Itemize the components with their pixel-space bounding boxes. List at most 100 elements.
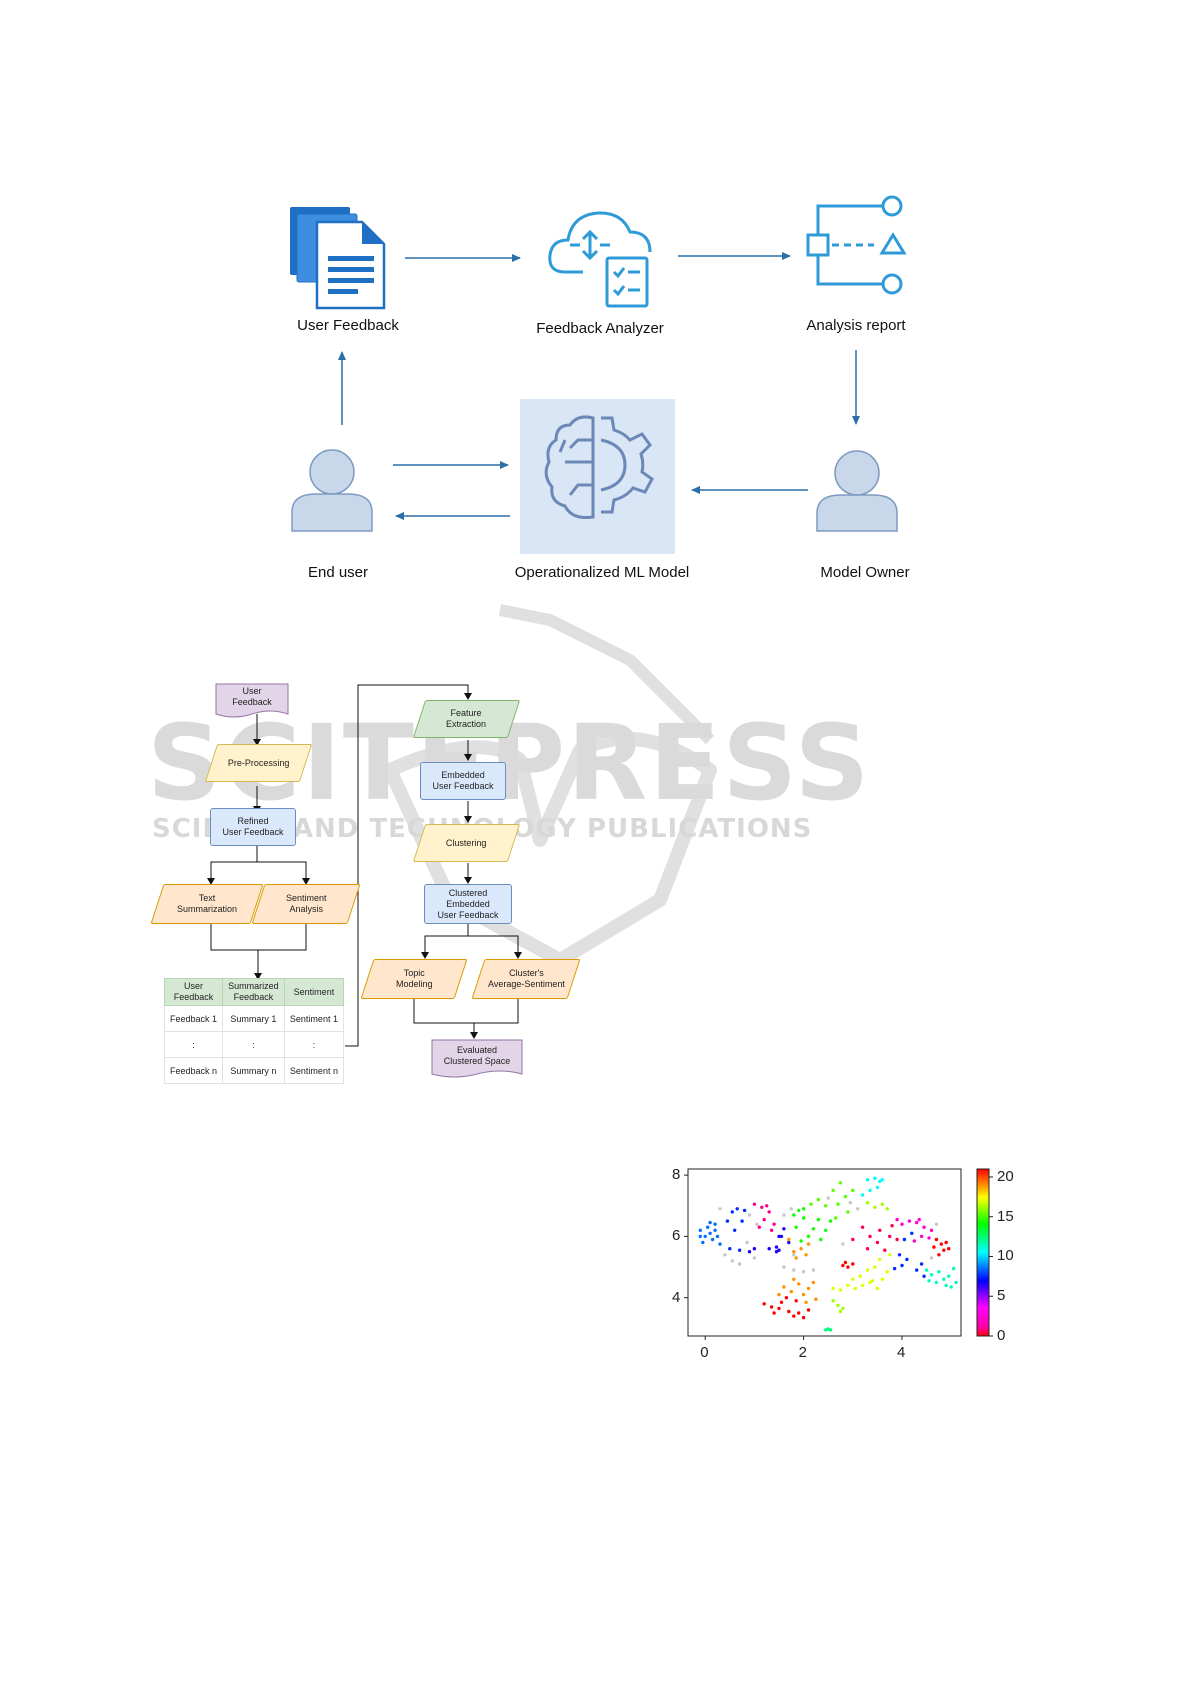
scatter-point xyxy=(860,1193,865,1197)
scatter-point xyxy=(816,1197,821,1202)
scatter-point xyxy=(939,1242,943,1246)
scatter-point xyxy=(737,1262,742,1266)
scatter-point xyxy=(713,1228,717,1232)
scatter-point xyxy=(892,1266,897,1271)
scatter-point xyxy=(907,1219,912,1223)
scatter-point xyxy=(760,1205,764,1209)
scatter-point xyxy=(922,1274,926,1278)
scatter-point xyxy=(782,1285,786,1289)
y-tick-label: 4 xyxy=(672,1288,681,1306)
scatter-point xyxy=(858,1274,862,1278)
scatter-point xyxy=(934,1280,939,1285)
node-pre-processing: Pre-Processing xyxy=(204,744,313,782)
scatter-point xyxy=(713,1222,717,1226)
scatter-point xyxy=(777,1306,781,1311)
scatter-point xyxy=(942,1277,946,1281)
scatter-point xyxy=(900,1263,904,1268)
scatter-point xyxy=(816,1217,821,1222)
scatter-point xyxy=(772,1311,776,1315)
scatter-point xyxy=(787,1240,791,1245)
scatter-point xyxy=(782,1213,786,1217)
colorbar-tick-label: 0 xyxy=(997,1327,1006,1344)
scatter-point xyxy=(949,1285,953,1289)
scatter-point xyxy=(860,1283,865,1288)
doc-shape-evaluated xyxy=(431,1039,523,1078)
scatter-point xyxy=(811,1268,816,1272)
scatter-point xyxy=(843,1260,848,1265)
figure2-connectors xyxy=(207,683,523,1078)
scatter-point xyxy=(915,1220,919,1225)
scatter-point xyxy=(841,1263,845,1268)
scatter-point xyxy=(752,1202,757,1206)
scatter-point xyxy=(779,1234,784,1239)
scatter-point xyxy=(868,1188,872,1193)
scatter-point xyxy=(878,1179,882,1183)
scatter-point xyxy=(944,1283,948,1288)
table-cell: : xyxy=(222,1031,285,1058)
table-cell: Summary n xyxy=(222,1057,285,1084)
scatter-point xyxy=(868,1234,872,1239)
table-header: Sentiment xyxy=(283,978,345,1006)
x-tick-label: 2 xyxy=(798,1344,807,1361)
scatter-point xyxy=(831,1286,835,1291)
scatter-point xyxy=(875,1240,880,1245)
scatter-point xyxy=(880,1178,884,1182)
scatter-point xyxy=(799,1247,803,1251)
scatter-point xyxy=(860,1225,865,1229)
table-row: Feedback n Summary n Sentiment n xyxy=(164,1057,345,1084)
scatter-point xyxy=(919,1262,924,1266)
scatter-point xyxy=(809,1202,813,1206)
scatter-point xyxy=(806,1308,811,1312)
scatter-point xyxy=(846,1283,850,1288)
scatter-point xyxy=(718,1242,722,1246)
scatter-point xyxy=(865,1268,870,1272)
colorbar-tick-label: 15 xyxy=(997,1207,1014,1225)
scatter-point xyxy=(888,1234,892,1239)
scatter-point xyxy=(801,1292,806,1297)
scatter-point xyxy=(806,1234,811,1239)
scatter-point xyxy=(787,1237,791,1242)
scatter-point xyxy=(924,1268,929,1272)
scatter-point xyxy=(794,1256,798,1260)
scatter-point xyxy=(885,1270,889,1274)
scatter-point xyxy=(883,1248,887,1252)
scatter-point xyxy=(828,1219,833,1223)
scatter-point xyxy=(745,1240,749,1245)
scatter-point xyxy=(747,1250,752,1254)
scatter-point xyxy=(792,1250,796,1254)
colorbar-tick-label: 10 xyxy=(997,1247,1014,1265)
scatter-point xyxy=(851,1188,855,1193)
label-model-owner: Model Owner xyxy=(820,564,910,581)
scatter-point xyxy=(792,1253,796,1257)
scatter-point xyxy=(792,1268,796,1272)
scatter-point xyxy=(929,1256,934,1260)
scatter-point xyxy=(757,1225,761,1229)
plot-frame xyxy=(687,1168,962,1337)
scatter-point xyxy=(801,1207,806,1211)
table-cell: Sentiment n xyxy=(283,1057,345,1084)
scatter-point xyxy=(929,1228,934,1232)
scatter-point xyxy=(873,1265,877,1269)
cloud-checklist-icon xyxy=(548,211,652,308)
scatter-point xyxy=(848,1201,852,1205)
scatter-point xyxy=(725,1219,730,1223)
scatter-point xyxy=(934,1237,939,1242)
table-cell: Feedback 1 xyxy=(164,1005,223,1032)
scatter-point xyxy=(762,1302,766,1306)
scatter-point xyxy=(927,1279,931,1283)
scatter-point xyxy=(774,1245,779,1249)
scatter-point xyxy=(765,1204,769,1208)
label-end-user: End user xyxy=(307,564,369,581)
scatter-point xyxy=(747,1213,752,1217)
scatter-point xyxy=(794,1225,798,1229)
scatter-point xyxy=(715,1234,720,1239)
table-row: : : : xyxy=(164,1031,345,1058)
scatter-point xyxy=(792,1314,796,1318)
